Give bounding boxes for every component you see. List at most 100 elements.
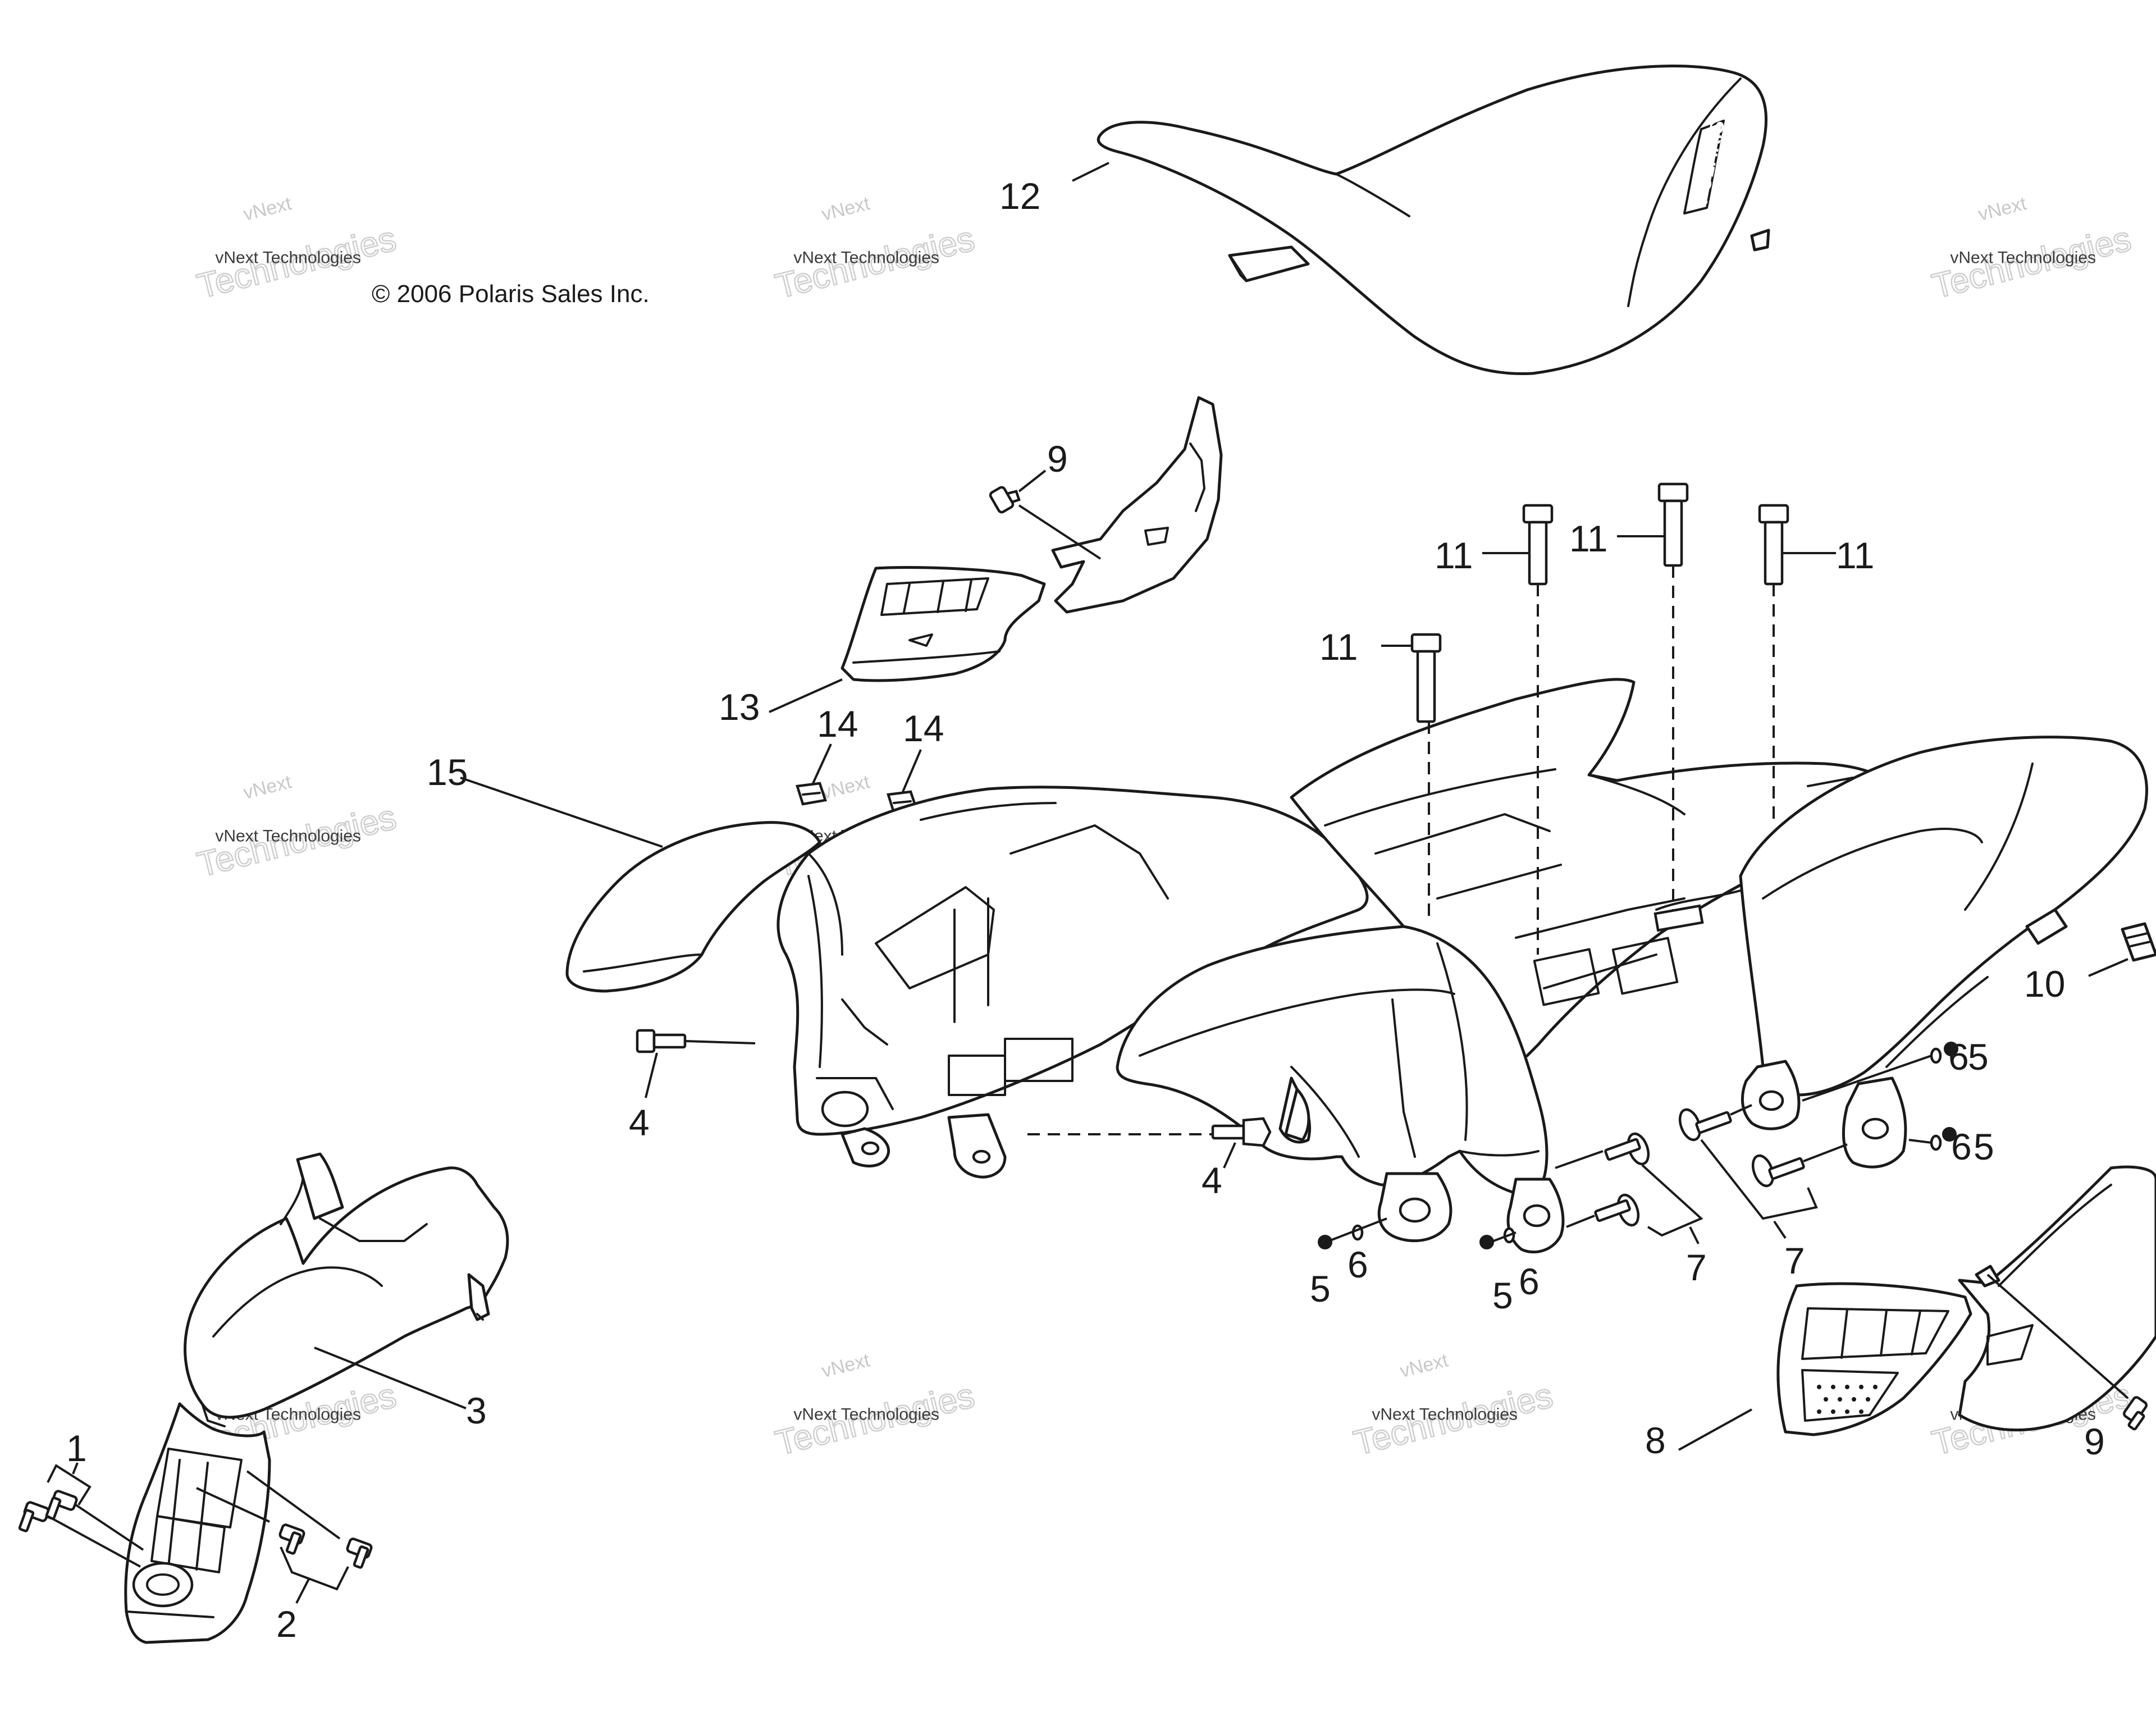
- callout-12: 12: [999, 175, 1040, 217]
- bolt-7-d: [1751, 1154, 1805, 1188]
- rear-side-cover: [1958, 1165, 2156, 1432]
- leader-8: [1678, 1408, 1752, 1451]
- svg-text:vNext Technologies: vNext Technologies: [1950, 249, 2096, 267]
- leader-7-a-line: [1555, 1150, 1604, 1169]
- bolt-4-right: [1211, 1117, 1272, 1147]
- lower-bracket: [1284, 1088, 1310, 1142]
- footwell-tab-right: [1506, 1178, 1565, 1254]
- screw-1-a: [18, 1501, 50, 1532]
- leader-13: [769, 678, 843, 713]
- callout-6-b: 6: [1519, 1261, 1540, 1302]
- seat: POLARIS: [1097, 65, 1770, 376]
- leader-4-right: [1223, 1142, 1236, 1169]
- bolt-7-a: [1604, 1132, 1650, 1166]
- leader-12: [1072, 162, 1109, 182]
- leader-9-top-b: [1018, 469, 1047, 492]
- nut-5-d: [1942, 1127, 1957, 1142]
- clip-14-left: [796, 782, 827, 806]
- svg-text:vNext Technologies: vNext Technologies: [215, 827, 361, 846]
- callout-11-a: 11: [1319, 626, 1358, 668]
- leader-14-right: [902, 749, 922, 792]
- callout-5-a: 5: [1310, 1268, 1331, 1309]
- leader-9-bottom: [1986, 1274, 2129, 1399]
- watermark-tile: vNext Technologies vNext Technologies: [1927, 193, 2135, 307]
- callout-6-d: 6: [1951, 1126, 1972, 1167]
- callout-6-a: 6: [1347, 1244, 1368, 1285]
- leader-2: [295, 1578, 310, 1604]
- callout-9-bottom: 9: [2084, 1421, 2105, 1462]
- nut-5-c: [1944, 1042, 1958, 1056]
- leader-7-2: [1773, 1220, 1787, 1239]
- callout-7-2: 7: [1784, 1240, 1805, 1281]
- callout-14-right: 14: [903, 708, 944, 749]
- leader-56-a: [1331, 1217, 1387, 1241]
- leader-14-left: [812, 743, 832, 784]
- leader-7: [1689, 1226, 1700, 1244]
- tread-pattern: [1817, 1385, 1878, 1414]
- screw-2-b: [346, 1537, 373, 1569]
- svg-text:vNext: vNext: [819, 193, 872, 225]
- leader-15: [460, 777, 663, 848]
- svg-text:vNext: vNext: [1397, 1349, 1450, 1382]
- screw-9-top: [989, 486, 1021, 514]
- leader-4-left-a: [684, 1040, 756, 1044]
- leader-56-b: [1493, 1231, 1516, 1242]
- screw-9-bottom: [2122, 1396, 2148, 1431]
- rear-fender-tab-right: [1842, 1076, 1907, 1169]
- copyright-text: © 2006 Polaris Sales Inc.: [372, 280, 650, 308]
- nut-5-a: [1318, 1235, 1332, 1249]
- decal-10: [2121, 922, 2156, 962]
- watermark-tile: vNext Technologies vNext Technologies: [193, 771, 400, 885]
- callout-5-c: 5: [1968, 1036, 1989, 1078]
- leader-3: [314, 1347, 467, 1409]
- svg-text:vNext Technologies: vNext Technologies: [215, 249, 361, 267]
- leader-1-bracket: [47, 1464, 92, 1506]
- screw-1-b: [45, 1490, 78, 1520]
- leader-4-left-b: [645, 1052, 658, 1098]
- callout-9-top: 9: [1047, 438, 1068, 480]
- leader-9-top-a: [1018, 504, 1102, 560]
- bolt-11-b: [1522, 504, 1554, 586]
- leader-1-line-a: [47, 1515, 141, 1568]
- svg-text:vNext: vNext: [241, 771, 294, 804]
- footwell-tab-left: [1377, 1172, 1452, 1243]
- watermark-tile: vNext Technologies vNext Technologies: [1349, 1349, 1557, 1463]
- front-fender-left: [565, 821, 821, 993]
- washer-6-d: [1930, 1134, 1942, 1151]
- svg-text:vNext Technologies: vNext Technologies: [1372, 1405, 1518, 1424]
- callout-1: 1: [66, 1427, 87, 1469]
- rear-fender-right: [1739, 736, 2148, 1097]
- watermark-tile: vNext Technologies vNext Technologies: [771, 1349, 979, 1463]
- callout-3: 3: [466, 1390, 487, 1431]
- front-cab-tab-left: [841, 1127, 890, 1168]
- callout-7: 7: [1686, 1247, 1707, 1288]
- callout-11-b: 11: [1435, 535, 1473, 576]
- leader-56-c: [1802, 1055, 1932, 1102]
- leader-56-d: [1908, 1139, 1932, 1144]
- leader-7-bracket-2: [1700, 1139, 1818, 1220]
- leader-2-line-b: [246, 1470, 341, 1540]
- svg-text:vNext: vNext: [241, 193, 294, 225]
- callout-4-left: 4: [629, 1102, 650, 1143]
- svg-text:vNext: vNext: [819, 1349, 872, 1382]
- leader-2-bracket: [280, 1546, 349, 1591]
- bolt-11-c: [1657, 482, 1689, 567]
- watermark-tile: vNext Technologies vNext Technologies: [771, 193, 979, 307]
- rear-side-panel: [1776, 1282, 1972, 1436]
- leader-1-line-b: [75, 1504, 144, 1551]
- leader-10: [2088, 958, 2128, 977]
- leader-7-b-line: [1566, 1215, 1595, 1228]
- front-hood: [184, 1152, 509, 1427]
- rear-fender-tab-left: [1741, 1060, 1801, 1130]
- callout-11-c: 11: [1569, 518, 1608, 559]
- callout-2: 2: [276, 1603, 297, 1645]
- front-cab-tab-right: [947, 1113, 1007, 1179]
- leader-7-bracket: [1641, 1164, 1703, 1237]
- front-nose: [124, 1402, 271, 1644]
- leader-7-d-line: [1803, 1143, 1848, 1162]
- bolt-11-a: [1410, 633, 1442, 723]
- callout-13: 13: [719, 686, 760, 728]
- svg-text:vNext Technologies: vNext Technologies: [793, 249, 939, 267]
- callout-14-left: 14: [817, 703, 858, 745]
